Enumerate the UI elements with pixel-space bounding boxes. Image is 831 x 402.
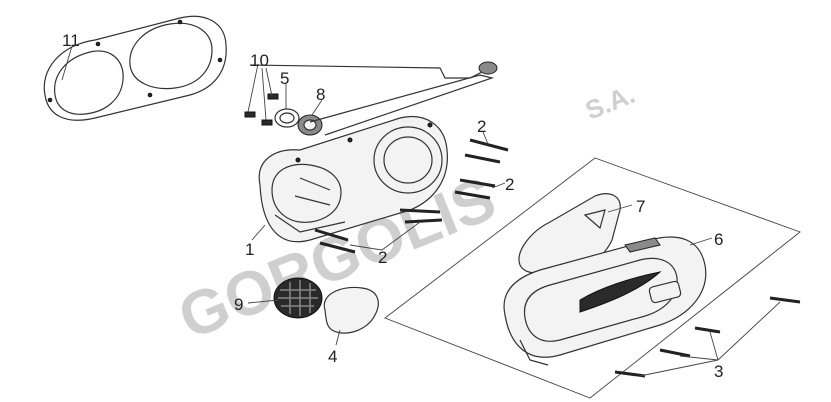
part-2-bolts [314, 138, 509, 254]
callout-3: 3 [714, 362, 723, 381]
callout-7: 7 [636, 197, 645, 216]
callout-2-top: 2 [477, 117, 486, 136]
callout-10: 10 [250, 51, 269, 70]
leader-lines [61, 45, 781, 377]
callout-8: 8 [316, 85, 325, 104]
callout-6: 6 [714, 230, 723, 249]
air-duct [249, 61, 498, 136]
callout-5: 5 [280, 69, 289, 88]
part-8-bearing [297, 114, 323, 136]
watermark-suffix: S.A. [581, 79, 639, 126]
part-10-pins [244, 93, 279, 126]
part-6-outer-cover [503, 236, 707, 366]
callout-labels: 11 10 5 8 2 2 2 1 7 6 9 4 3 [62, 31, 723, 381]
part-4-oval-plate [323, 286, 379, 334]
assembly-plane [384, 157, 801, 399]
part-9-grille [273, 277, 323, 319]
callout-11: 11 [62, 31, 80, 50]
callout-1: 1 [245, 240, 254, 259]
callout-2-bottom: 2 [378, 248, 387, 267]
bolt-group-b [454, 178, 496, 200]
callout-9: 9 [234, 295, 243, 314]
part-3-bolts [614, 296, 801, 378]
bolt-group-c [314, 208, 443, 254]
callout-4: 4 [328, 347, 337, 366]
part-11-gasket [43, 15, 227, 121]
part-5-ring [274, 108, 300, 128]
bolt-group-a [464, 138, 509, 164]
callout-2-middle: 2 [505, 175, 514, 194]
